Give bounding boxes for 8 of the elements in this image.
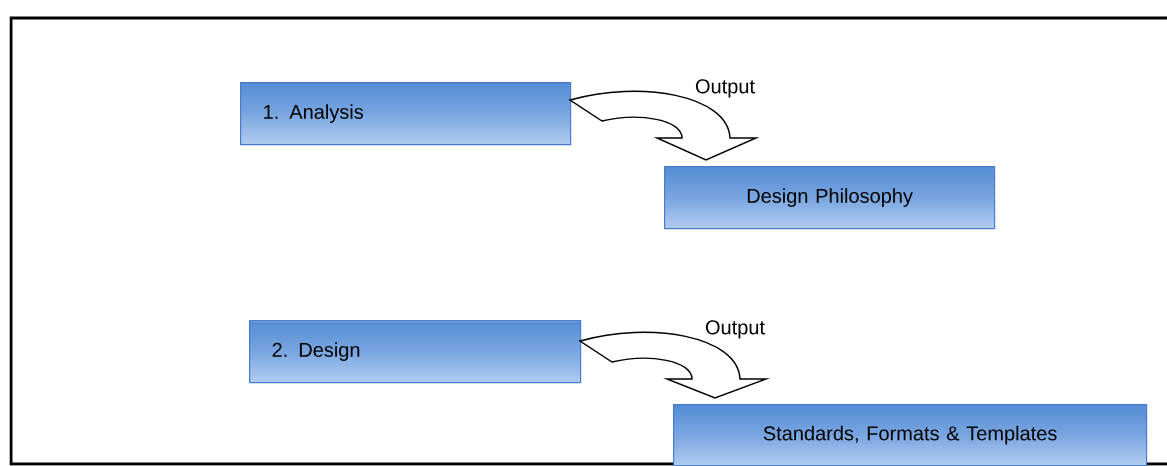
edge-label: Output [705, 320, 765, 339]
process-box: 1. Analysis [240, 82, 572, 146]
edge-label: Output [695, 79, 755, 98]
process-box: Standards, Formats & Templates [673, 404, 1148, 466]
process-box: Design Philosophy [664, 166, 996, 230]
curved-block-arrow [579, 331, 767, 399]
curved-block-arrow [569, 90, 757, 161]
process-box: 2. Design [249, 320, 582, 384]
